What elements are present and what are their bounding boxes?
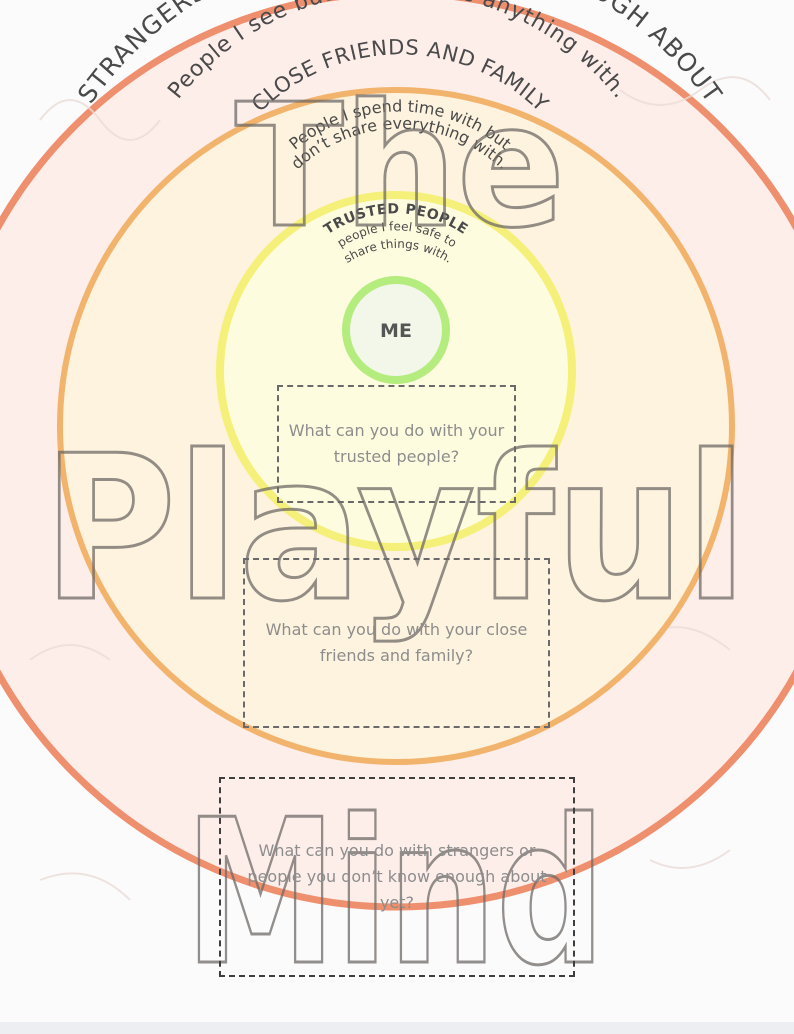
watermark-line1: The (235, 68, 565, 266)
center-circle-me (342, 276, 450, 384)
strangers-prompt-box[interactable]: What can you do with strangers or people… (219, 777, 575, 977)
watermark-line3: Mind (185, 777, 605, 1010)
bottom-edge-strip (0, 1022, 794, 1034)
watermark-line2: Playful (43, 413, 748, 646)
close-friends-prompt-box[interactable]: What can you do with your close friends … (243, 558, 550, 728)
close-friends-prompt-text: What can you do with your close friends … (265, 620, 528, 665)
watermark-logo: The Playful Mind (41, 67, 749, 1012)
strangers-prompt-text: What can you do with strangers or people… (247, 841, 547, 912)
center-label: ME (380, 320, 412, 342)
trusted-prompt-box[interactable]: What can you do with your trusted people… (277, 385, 516, 503)
trusted-prompt-text: What can you do with your trusted people… (288, 421, 505, 466)
